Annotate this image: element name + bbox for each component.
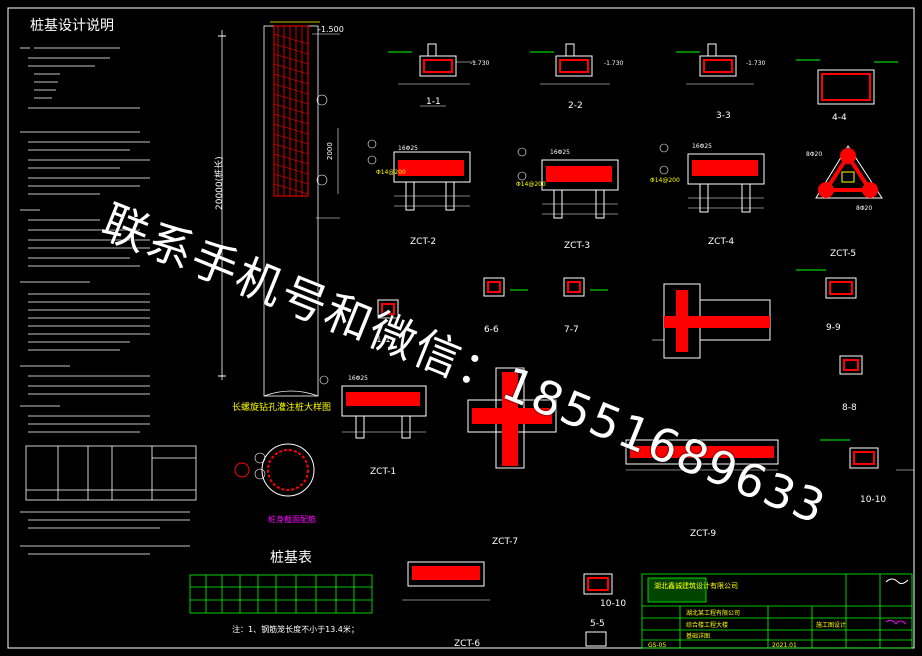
rebar-label: Φ14@200 (516, 181, 546, 188)
column-detail-5-5 (585, 631, 607, 647)
rebar-label: Φ14@200 (376, 169, 406, 176)
rebar-label: 8Φ20 (806, 151, 822, 158)
top-elev-label: -1.500 (318, 25, 344, 34)
section-label-3-3: 3-3 (716, 111, 731, 121)
pile-table-title: 桩基表 (270, 549, 312, 566)
pile-section-label: 桩身截面配筋 (268, 514, 316, 524)
section-label-9-9: 9-9 (826, 323, 841, 333)
drawing-name: 基础详图 (686, 632, 710, 640)
column-detail-7-7 (563, 277, 608, 297)
sheet-border (7, 7, 915, 649)
notes-text-block-2 (20, 511, 190, 555)
section-label-10-10-lower: 10-10 (600, 599, 626, 609)
pile-cross-section (234, 443, 315, 497)
cap-label-zct-4: ZCT-4 (708, 237, 734, 247)
pile-elevation: -1.500 2000 20000(桩长) (213, 21, 344, 397)
client-name: 湖北某工程有限公司 (686, 609, 740, 617)
column-detail-6-6 (483, 277, 528, 297)
section-label-6-6: 6-6 (484, 325, 499, 335)
cap-zct-9 (625, 439, 779, 471)
section-label-left-1-1: 1-1 (376, 335, 391, 345)
cap-zct-5 (815, 145, 883, 199)
signature-mark (885, 578, 909, 585)
section-label-2-2: 2-2 (568, 101, 583, 111)
cap-label-zct-7: ZCT-7 (492, 537, 518, 547)
company-name: 湖北鑫诚建筑设计有限公司 (654, 581, 738, 590)
rebar-label: 16Φ25 (550, 149, 570, 156)
section-label-5-5: 5-5 (590, 619, 605, 629)
cap-label-zct-5: ZCT-5 (830, 249, 856, 259)
cap-label-zct-3: ZCT-3 (564, 241, 590, 251)
elev-label: -1.730 (470, 60, 490, 67)
section-label-1-1: 1-1 (426, 97, 441, 107)
column-detail-10-10-lower (583, 573, 613, 595)
drawing-number: GS-05 (648, 642, 666, 649)
drawing-date: 2021.01 (772, 642, 797, 649)
section-detail-4-4 (796, 59, 898, 105)
cap-label-zct-9: ZCT-9 (690, 529, 716, 539)
notes-table (25, 445, 197, 501)
design-stage: 施工图设计 (816, 621, 846, 629)
column-detail-8-8 (839, 355, 863, 375)
elev-label: -1.730 (604, 60, 624, 67)
cap-label-zct-6: ZCT-6 (454, 639, 480, 649)
section-label-10-10: 10-10 (860, 495, 886, 505)
rebar-label: Φ14@200 (650, 177, 680, 184)
cap-label-zct-2: ZCT-2 (410, 237, 436, 247)
main-title: 桩基设计说明 (30, 17, 114, 34)
section-label-7-7: 7-7 (564, 325, 579, 335)
rebar-label: 16Φ25 (692, 143, 712, 150)
cap-zct-4 (659, 143, 765, 213)
callout-bubble (316, 94, 328, 106)
signature-mark (885, 619, 907, 625)
pile-table-note: 注：1、钢筋笼长度不小于13.4米； (232, 624, 359, 634)
pile-table (189, 574, 373, 614)
pile-elevation-label: 长螺旋钻孔灌注桩大样图 (232, 401, 331, 413)
project-name: 综合楼工程大楼 (686, 621, 728, 629)
notes-text-block (20, 47, 150, 433)
cap-zct-7 (467, 367, 557, 469)
cap-zct-1 (319, 375, 427, 439)
section-detail-1-1 (388, 43, 476, 85)
elev-label: -1.730 (746, 60, 766, 67)
section-detail-2-2 (530, 43, 610, 85)
section-detail-3-3 (676, 43, 754, 85)
cap-t-shape (652, 283, 771, 359)
rebar-label: 8Φ20 (856, 205, 872, 212)
pile-length-label: 20000(桩长) (213, 156, 225, 210)
title-block (641, 573, 913, 649)
cap-zct-6 (402, 561, 490, 601)
callout-bubble (316, 174, 328, 186)
cap-zct-2 (367, 139, 471, 211)
section-label-4-4: 4-4 (832, 113, 847, 123)
column-detail-9-9 (796, 269, 857, 299)
dim-2000-label: 2000 (326, 142, 334, 160)
rebar-label: 16Φ25 (398, 145, 418, 152)
rebar-label: 16Φ25 (348, 375, 368, 382)
column-detail-1-1 (377, 299, 399, 319)
column-detail-10-10 (820, 439, 914, 471)
cap-label-zct-1: ZCT-1 (370, 467, 396, 477)
section-label-8-8: 8-8 (842, 403, 857, 413)
cap-zct-3 (517, 147, 619, 219)
